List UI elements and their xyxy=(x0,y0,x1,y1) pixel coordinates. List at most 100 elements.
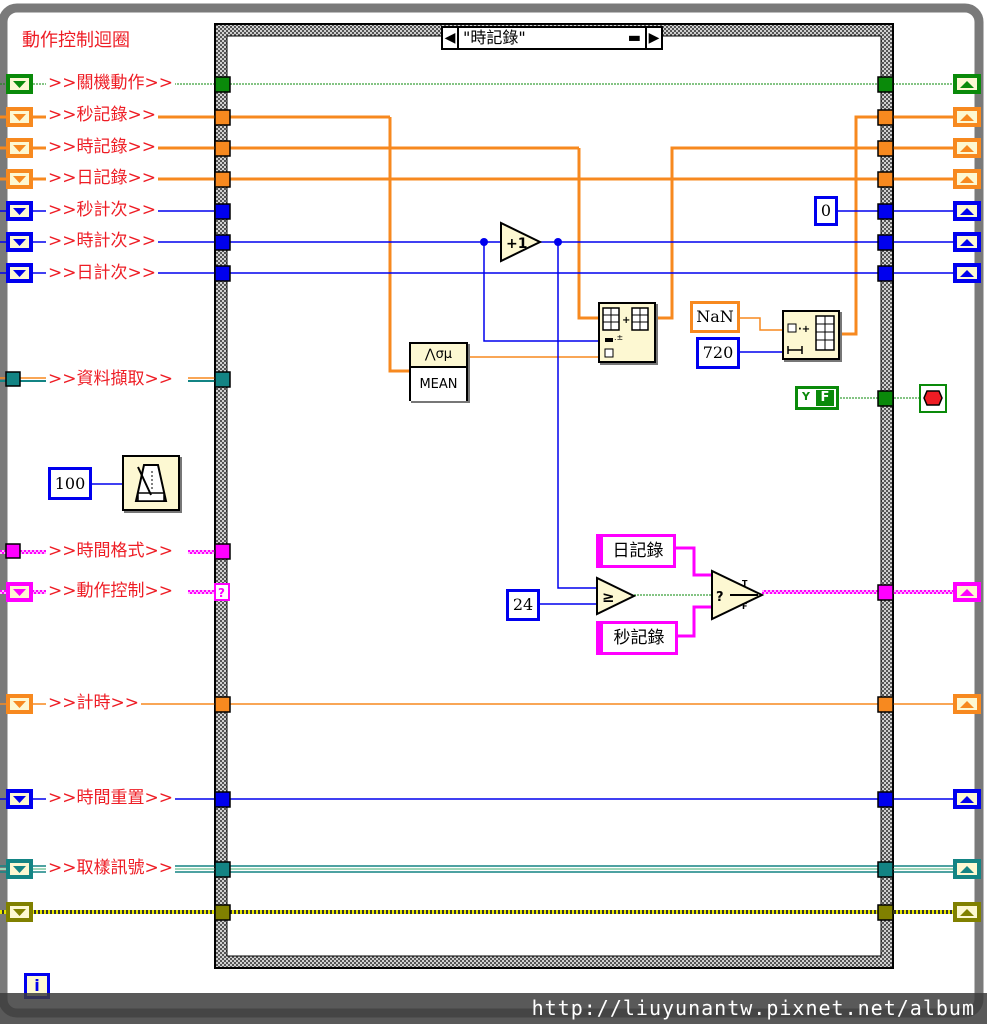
case-tunnel-right[interactable] xyxy=(877,140,894,157)
false-constant[interactable]: Y F xyxy=(795,386,839,410)
case-tunnel-left[interactable] xyxy=(214,140,231,157)
up-arrow-icon xyxy=(960,909,974,916)
case-tunnel-right[interactable] xyxy=(877,791,894,808)
select-node[interactable]: ? T F xyxy=(711,569,765,621)
label-timer: >>計時>> xyxy=(46,693,141,713)
label-action-control: >>動作控制>> xyxy=(46,581,175,601)
loop-tunnel-left[interactable] xyxy=(5,371,21,387)
wire-junction xyxy=(480,238,488,246)
case-tunnel-left[interactable] xyxy=(214,904,231,921)
up-arrow-icon xyxy=(960,701,974,708)
svg-text:?: ? xyxy=(218,586,225,600)
greater-or-equal-node[interactable]: ≥ xyxy=(596,576,637,616)
stop-condition-terminal[interactable] xyxy=(919,384,947,413)
case-tunnel-right[interactable] xyxy=(877,904,894,921)
label-day-record: >>日記錄>> xyxy=(46,168,158,188)
case-tunnel-right[interactable] xyxy=(877,696,894,713)
case-tunnel-left[interactable] xyxy=(214,76,231,93)
shift-register-left[interactable] xyxy=(6,694,33,714)
day-record-string-constant[interactable]: 日記錄 xyxy=(596,534,676,568)
shift-register-right[interactable] xyxy=(953,107,981,127)
wait-ms-constant[interactable]: 100 xyxy=(48,467,92,500)
shift-register-left[interactable] xyxy=(6,789,33,809)
case-tunnel-left[interactable] xyxy=(214,109,231,126)
up-arrow-icon xyxy=(960,589,974,596)
shift-register-left[interactable] xyxy=(6,138,33,158)
down-arrow-icon xyxy=(13,145,26,152)
wait-until-next-ms-node[interactable] xyxy=(122,455,180,511)
up-arrow-icon xyxy=(960,796,974,803)
statistics-icon: ⋀σμ xyxy=(411,344,466,368)
shift-register-right[interactable] xyxy=(953,201,981,221)
case-tunnel-right[interactable] xyxy=(877,203,894,220)
left-shift-registers xyxy=(5,74,33,922)
down-arrow-icon xyxy=(13,81,26,88)
shift-register-right[interactable] xyxy=(953,789,981,809)
mean-node[interactable]: ⋀σμ MEAN xyxy=(409,342,468,401)
loop-tunnel-left[interactable] xyxy=(5,543,21,559)
initialize-array-icon: ·+ xyxy=(787,315,835,354)
nan-constant[interactable]: NaN xyxy=(690,301,740,333)
shift-register-left[interactable] xyxy=(6,232,33,252)
shift-register-right[interactable] xyxy=(953,902,981,922)
case-structure-frame xyxy=(214,23,894,969)
case-tunnel-unwired[interactable]: ? xyxy=(214,583,230,601)
case-tunnel-right[interactable] xyxy=(877,584,894,601)
initialize-array-node[interactable]: ·+ xyxy=(782,310,840,360)
shift-register-right[interactable] xyxy=(953,694,981,714)
metronome-icon xyxy=(134,464,168,502)
case-tunnel-left[interactable] xyxy=(214,234,231,251)
svg-text:+1: +1 xyxy=(506,236,527,252)
shift-register-left[interactable] xyxy=(6,74,33,94)
case-dropdown-icon[interactable]: ▬ xyxy=(627,30,641,46)
case-tunnel-right[interactable] xyxy=(877,234,894,251)
case-tunnel-left[interactable] xyxy=(214,203,231,220)
shift-register-left[interactable] xyxy=(6,201,33,221)
shift-register-right[interactable] xyxy=(953,169,981,189)
shift-register-right[interactable] xyxy=(953,232,981,252)
shift-register-right[interactable] xyxy=(953,859,981,879)
zero-constant[interactable]: 0 xyxy=(814,196,838,226)
case-tunnel-right[interactable] xyxy=(877,76,894,93)
second-record-string-constant[interactable]: 秒記錄 xyxy=(596,621,678,655)
case-tunnel-left[interactable] xyxy=(214,171,231,188)
mean-label: MEAN xyxy=(411,368,466,401)
case-tunnel-left[interactable] xyxy=(214,543,231,560)
case-tunnel-left[interactable] xyxy=(214,861,231,878)
down-arrow-icon xyxy=(13,270,26,277)
label-second-record: >>秒記錄>> xyxy=(46,105,158,125)
wire-junction xyxy=(554,238,562,246)
shift-register-left[interactable] xyxy=(6,263,33,283)
replace-array-subset-node[interactable]: + .± xyxy=(598,302,656,363)
case-tunnel-left[interactable] xyxy=(214,696,231,713)
decrement-case-button[interactable]: ◀ xyxy=(443,28,459,48)
increment-node[interactable]: +1 xyxy=(500,221,543,263)
up-arrow-icon xyxy=(960,114,974,121)
case-tunnel-left[interactable] xyxy=(214,265,231,282)
shift-register-right[interactable] xyxy=(953,582,981,602)
case-tunnel-right[interactable] xyxy=(877,265,894,282)
label-time-reset: >>時間重置>> xyxy=(46,788,175,808)
shift-register-left[interactable] xyxy=(6,169,33,189)
shift-register-left[interactable] xyxy=(6,582,33,602)
shift-register-right[interactable] xyxy=(953,74,981,94)
array-size-constant[interactable]: 720 xyxy=(696,337,740,369)
shift-register-right[interactable] xyxy=(953,263,981,283)
case-tunnel-left[interactable] xyxy=(214,791,231,808)
hour-limit-constant[interactable]: 24 xyxy=(506,589,540,621)
case-tunnel-right[interactable] xyxy=(877,861,894,878)
replace-array-icon: + .± xyxy=(602,307,649,358)
case-tunnel-right[interactable] xyxy=(877,390,894,407)
up-arrow-icon xyxy=(960,176,974,183)
up-arrow-icon xyxy=(960,239,974,246)
case-tunnel-right[interactable] xyxy=(877,109,894,126)
shift-register-left[interactable] xyxy=(6,902,33,922)
case-selector[interactable]: ◀ "時記錄" ▬ ▶ xyxy=(441,26,663,50)
case-tunnel-left[interactable] xyxy=(214,371,231,388)
case-tunnel-right[interactable] xyxy=(877,171,894,188)
shift-register-right[interactable] xyxy=(953,138,981,158)
shift-register-left[interactable] xyxy=(6,859,33,879)
shift-register-left[interactable] xyxy=(6,107,33,127)
label-hour-count: >>時計次>> xyxy=(46,231,158,251)
increment-case-button[interactable]: ▶ xyxy=(645,28,661,48)
